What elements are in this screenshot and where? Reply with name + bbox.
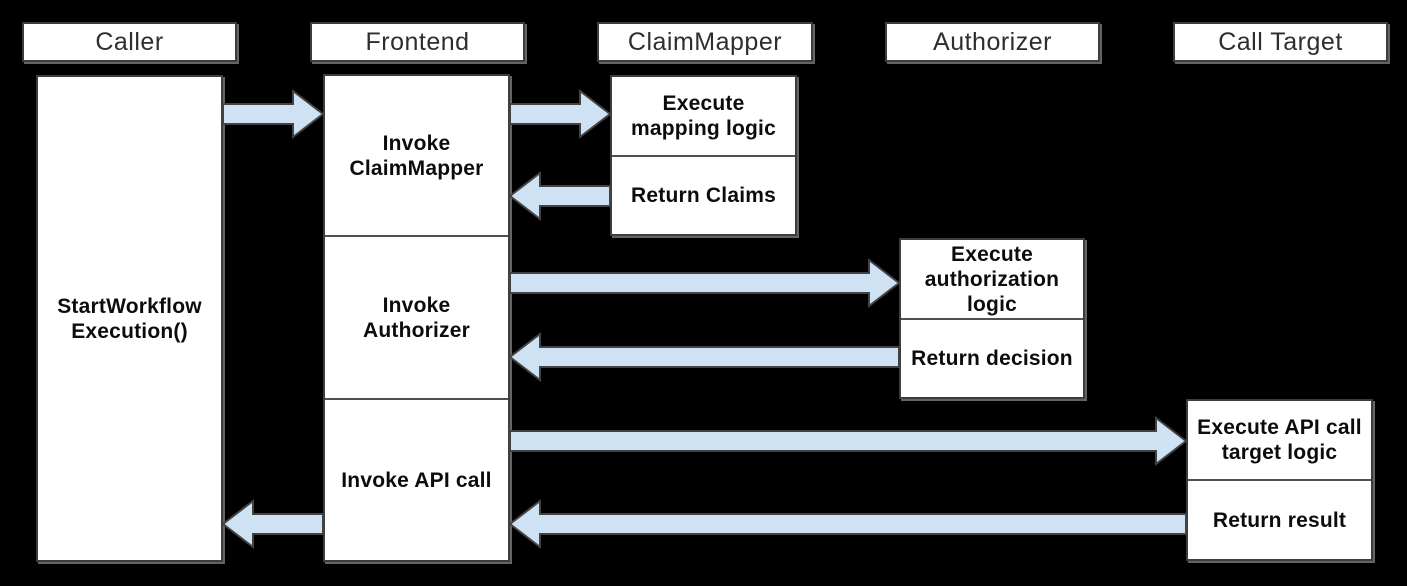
actor-header-claimmapper: ClaimMapper — [597, 22, 813, 62]
actor-header-caller: Caller — [22, 22, 237, 62]
actor-label-claimmapper: ClaimMapper — [627, 27, 783, 56]
actor-header-authorizer: Authorizer — [885, 22, 1100, 62]
actor-label-calltarget: Call Target — [1218, 27, 1343, 56]
step-execute-mapping-logic: Execute mapping logic — [631, 92, 776, 140]
step-return-claims: Return Claims — [612, 155, 795, 234]
step-invoke-claimmapper: Invoke ClaimMapper — [349, 131, 484, 180]
actor-header-frontend: Frontend — [310, 22, 525, 62]
authorizer-activation: Execute authorization logic Return decis… — [899, 238, 1085, 399]
actor-header-calltarget: Call Target — [1173, 22, 1388, 62]
step-execute-authorization-logic: Execute authorization logic — [924, 242, 1060, 316]
step-invoke-authorizer: Invoke Authorizer — [325, 235, 508, 398]
arrow-calltarget-return-to-frontend — [508, 498, 1187, 550]
arrow-frontend-return-to-caller — [221, 498, 324, 550]
arrow-caller-to-frontend — [222, 88, 325, 140]
step-return-decision: Return decision — [901, 318, 1083, 397]
actor-label-authorizer: Authorizer — [933, 27, 1052, 56]
step-startworkflowexecution: StartWorkflow Execution() — [57, 294, 202, 343]
actor-label-frontend: Frontend — [365, 27, 470, 56]
calltarget-activation: Execute API call target logic Return res… — [1186, 399, 1373, 561]
step-execute-api-call-target-logic: Execute API call target logic — [1197, 416, 1362, 464]
step-return-result: Return result — [1188, 479, 1371, 559]
arrow-frontend-to-claimmapper — [509, 88, 612, 140]
arrow-authorizer-return-to-frontend — [508, 331, 900, 383]
claimmapper-activation: Execute mapping logic Return Claims — [610, 75, 797, 236]
actor-label-caller: Caller — [95, 27, 164, 56]
frontend-activation: Invoke ClaimMapper Invoke Authorizer Inv… — [323, 74, 510, 562]
caller-activation: StartWorkflow Execution() — [36, 75, 223, 562]
arrow-frontend-to-authorizer — [509, 257, 901, 309]
step-invoke-api-call: Invoke API call — [325, 398, 508, 560]
arrow-frontend-to-calltarget — [509, 415, 1188, 467]
arrow-claimmapper-return-to-frontend — [508, 170, 611, 222]
